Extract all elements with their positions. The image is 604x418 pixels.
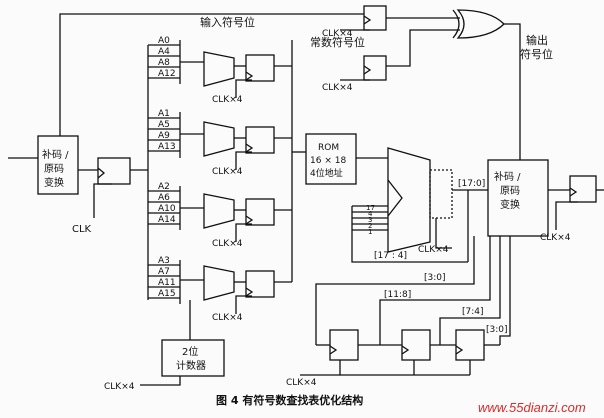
figure-caption: 图 4 有符号数查找表优化结构 [216,393,363,407]
rom-label-2: 16 × 18 [310,156,346,166]
sign-to-xor-2 [386,29,460,67]
mux4-in-2: A11 [158,278,176,288]
two-bit-counter [161,339,225,377]
mux3-in-0: A2 [158,182,170,192]
adder-in-4: 1 [368,228,372,236]
mux3-in-3: A14 [158,215,176,225]
xor-gate-input-arc [452,9,460,39]
mux-group-2 [148,112,292,170]
result-bus-3-0-a [315,236,475,345]
bus-3-0-b-label: [3:0] [486,325,508,335]
input-sign-bit-wire [59,13,364,136]
feedback-lines [351,205,388,263]
out-clk-label: CLK×4 [540,233,571,243]
bus-17-0-label: [17:0] [458,179,485,189]
conv-out-label-1: 补码 / [494,170,521,183]
result-clock-wire [300,360,341,376]
mux4-in-3: A15 [158,289,176,299]
bus-17-4-label: [17 : 4] [374,251,407,261]
mux1-in-2: A8 [158,58,170,68]
mux2-in-3: A13 [158,142,176,152]
conv-in-label-3: 变换 [44,176,64,189]
rom-label-3: 4位地址 [310,167,343,179]
adder-in-1: 4 [368,210,373,218]
result-register-2 [401,329,431,361]
xor-gate [456,9,505,39]
mux4-clk: CLK×4 [212,313,243,323]
bus-11-8-label: [11:8] [384,290,411,300]
mux2-clk: CLK×4 [212,167,243,177]
mux2-in-1: A5 [158,120,170,130]
output-complement-converter [487,159,549,237]
input-register [97,157,131,185]
mux-group-1 [148,40,292,98]
conv-out-label-3: 变换 [500,198,520,211]
result-bus-3-0-b [499,236,511,345]
clk-label: CLK [72,224,92,235]
sign-clk-label-2: CLK×4 [322,83,353,93]
mux1-in-1: A4 [158,47,170,57]
const-sign-bit-label: 常数符号位 [310,35,365,49]
result-bus-11-8 [379,236,491,345]
output-register [569,175,597,203]
output-sign-wire [504,23,521,160]
counter-clock-wire [140,376,181,386]
rom-label-1: ROM [318,143,339,153]
adder-in-0: 17 [366,204,375,212]
mux1-in-0: A0 [158,36,170,46]
out-clock-wire [555,201,578,230]
mux2-in-2: A9 [158,131,170,141]
mux1-in-3: A12 [158,69,176,79]
adder-symbol [387,179,403,217]
rom-block [305,133,357,185]
conv-out-label-2: 原码 [500,185,520,197]
conv-in-label-2: 原码 [44,163,64,175]
result-register-1 [329,329,359,361]
output-sign-bit-label-2: 符号位 [520,47,553,61]
output-sign-bit-label-1: 输出 [526,33,548,47]
input-complement-converter [37,135,79,195]
mux4-in-1: A7 [158,267,170,277]
result-register-3 [455,329,485,361]
mux1-clk: CLK×4 [212,95,243,105]
clk-wire [93,183,112,218]
adder-clk-label: CLK×4 [418,245,449,255]
accum-clock-wire [435,218,452,249]
mux3-in-1: A6 [158,193,170,203]
text-layer: 输入符号位 常数符号位 输出 符号位 CLK×4 CLK×4 补码 / 原码 变… [42,15,586,415]
mux-group-4 [148,260,292,314]
mux-group-3 [148,186,292,242]
input-sign-bit-label: 输入符号位 [200,15,255,29]
counter-label-2: 计数器 [176,359,206,372]
mux3-clk: CLK×4 [212,239,243,249]
conv-in-label-1: 补码 / [42,148,69,161]
bus-7-4-label: [7:4] [462,307,484,317]
sign-clk-label-1: CLK×4 [322,29,353,39]
result-bus-7-4 [439,236,501,345]
watermark-text: www.55dianzi.com [478,400,586,415]
const-sign-register [363,55,387,81]
result-clk-label: CLK×4 [286,378,317,388]
mux3-in-2: A10 [158,204,176,214]
output-register-clock-symbol [569,187,578,197]
bus-3-0-a-label: [3:0] [424,273,446,283]
mux2-in-0: A1 [158,109,170,119]
counter-clk-label: CLK×4 [104,382,135,392]
counter-label-1: 2位 [182,345,198,358]
mux4-in-0: A3 [158,256,170,266]
adder-in-3: 2 [368,222,372,230]
input-register-clock-symbol [97,167,106,179]
adder-in-2: 3 [368,216,372,224]
accumulator-register [429,169,453,219]
shift-adder [387,147,431,253]
